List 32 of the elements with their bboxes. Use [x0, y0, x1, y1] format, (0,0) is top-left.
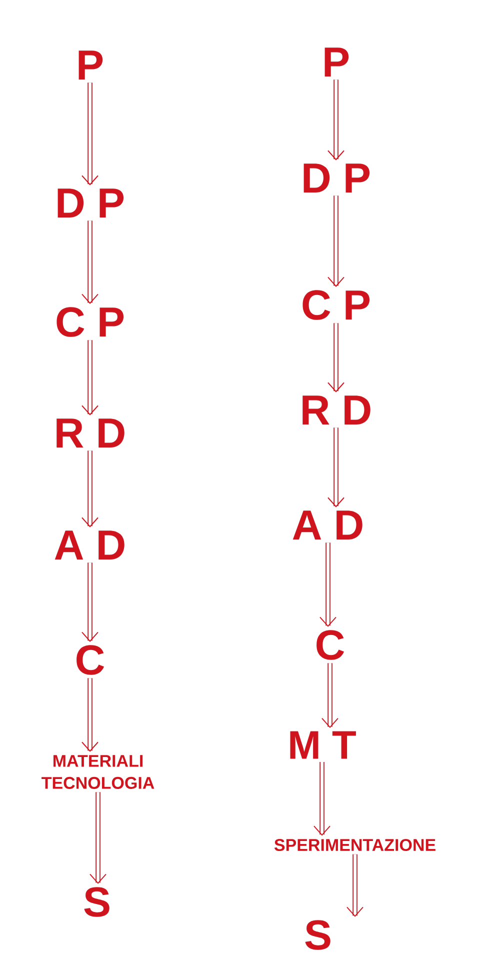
letter-label: M T [290, 731, 356, 759]
letter-label: S [84, 887, 110, 917]
letter-label: C [316, 630, 344, 660]
word-label: MATERIALI TECNOLOGIA [42, 755, 154, 789]
letter-label: A D [292, 510, 362, 540]
arrow [90, 792, 106, 884]
arrow [320, 542, 336, 627]
arrow [328, 323, 344, 392]
letter-label: S [305, 920, 330, 950]
arrow [322, 663, 338, 728]
arrow [82, 220, 98, 304]
letter-label: C P [302, 290, 370, 320]
word-label: SPERIMENTAZIONE [274, 838, 436, 852]
arrow [328, 196, 344, 287]
arrow [314, 762, 330, 836]
letter-label: A D [54, 530, 124, 560]
letter-label: D P [58, 188, 124, 218]
letter-label: P [78, 50, 103, 80]
arrow [346, 854, 364, 917]
arrow [328, 80, 344, 160]
arrow [328, 428, 344, 508]
arrow [82, 340, 98, 416]
arrow [82, 82, 98, 186]
letter-label: P [324, 48, 349, 76]
letter-label: D P [304, 164, 370, 192]
letter-label: R D [302, 396, 370, 424]
letter-label: R D [56, 418, 124, 448]
letter-label: C [76, 645, 104, 675]
arrow [82, 678, 98, 752]
letter-label: C P [56, 307, 124, 337]
arrow [82, 562, 98, 642]
arrow [82, 450, 98, 528]
